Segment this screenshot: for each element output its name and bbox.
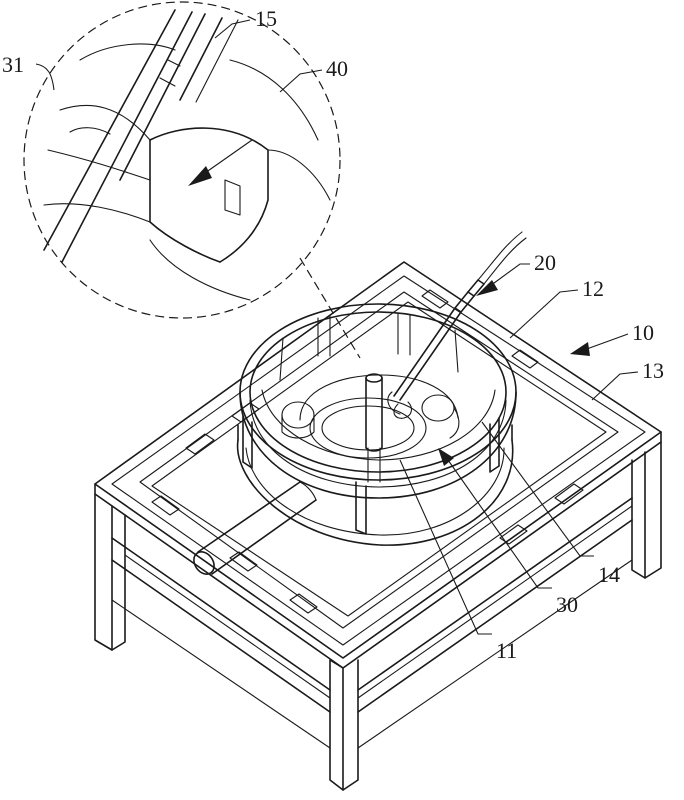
label-11: 11: [496, 638, 517, 663]
table-frame: [95, 262, 661, 790]
basin-housing: [238, 304, 516, 545]
label-13: 13: [642, 358, 664, 383]
label-30: 30: [556, 592, 578, 617]
label-40: 40: [326, 56, 348, 81]
label-20: 20: [534, 250, 556, 275]
label-31: 31: [2, 52, 24, 77]
reference-labels: 15 31 40 20 12 10 13 14 30 11: [2, 6, 664, 663]
label-10: 10: [632, 320, 654, 345]
detail-view: [24, 2, 360, 358]
label-12: 12: [582, 276, 604, 301]
label-15: 15: [255, 6, 277, 31]
leader-lines: [36, 20, 638, 634]
label-14: 14: [598, 562, 620, 587]
